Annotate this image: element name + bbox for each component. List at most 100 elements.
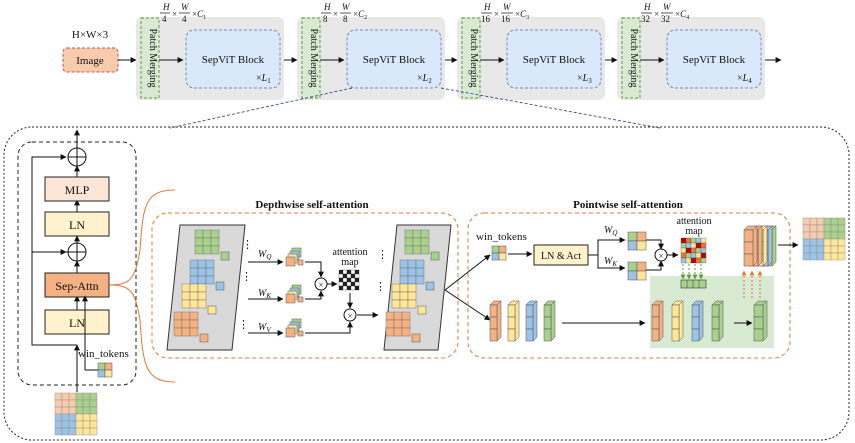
- win-tokens-label: win_tokens: [78, 348, 129, 360]
- svg-text:16: 16: [481, 14, 491, 24]
- block-structure: LN Sep-Attn LN MLP win_tokens: [17, 129, 137, 436]
- svg-text:⋮: ⋮: [241, 271, 252, 283]
- window-grid: [173, 311, 199, 337]
- window-grid: [404, 229, 430, 255]
- ln-bottom-box: [44, 309, 110, 335]
- svg-text:⋮: ⋮: [377, 249, 388, 261]
- feature-slab: [543, 300, 556, 342]
- feature-slab: [691, 300, 704, 342]
- svg-text:×C1: ×C1: [192, 9, 206, 21]
- svg-text:32: 32: [641, 14, 650, 24]
- patch-merging-label: Patch Merging: [628, 29, 639, 88]
- input-dimension: H×W×3: [72, 29, 109, 41]
- feature-slab: [671, 300, 684, 342]
- feature-slab: [525, 300, 538, 342]
- stage-1-dims: H: [162, 2, 170, 12]
- attention-map-grid: [338, 269, 360, 291]
- stage-3-dims: H: [483, 2, 491, 12]
- window-grid: [385, 311, 411, 337]
- depthwise-title: Depthwise self-attention: [255, 199, 368, 211]
- stage-4: Patch Merging SepViT Block ×L4 H 32 × W …: [617, 2, 765, 100]
- wv-label: WV: [258, 322, 271, 334]
- svg-text:W: W: [342, 2, 351, 12]
- depthwise-section: Depthwise self-attention ⋮ ⋮ ⋮ ⋮ ⋮ WQ WK…: [151, 199, 459, 359]
- top-pipeline: H×W×3 Image Patch Merging SepViT Block ×…: [62, 2, 782, 100]
- win-token-icon: [97, 362, 113, 378]
- ln-top-box: [44, 211, 110, 237]
- qkv-stack: [285, 247, 304, 267]
- feature-slab: [507, 300, 520, 342]
- svg-text:4: 4: [182, 14, 187, 24]
- svg-text:W: W: [663, 2, 672, 12]
- svg-text:×: ×: [654, 9, 659, 19]
- feature-slab: [651, 300, 664, 342]
- feature-slab: [753, 300, 768, 342]
- wk-label: WK: [258, 288, 271, 300]
- svg-text:×C2: ×C2: [353, 9, 367, 21]
- svg-text:×C4: ×C4: [675, 9, 689, 21]
- stage-repeat: ×L2: [417, 73, 432, 85]
- ln-bottom-label: LN: [69, 316, 85, 330]
- ln-top-label: LN: [69, 218, 85, 232]
- window-grid: [181, 283, 207, 309]
- wq-label: WQ: [258, 249, 271, 261]
- sepvit-block-label: SepViT Block: [683, 54, 746, 66]
- patch-merging-label: Patch Merging: [468, 29, 479, 88]
- sep-attn-label: Sep-Attn: [55, 279, 98, 293]
- sep-attn-box: [44, 272, 110, 298]
- stage-repeat: ×L1: [256, 73, 271, 85]
- attention-map-label-2: map: [341, 257, 358, 268]
- svg-text:W: W: [503, 2, 512, 12]
- svg-text:×: ×: [494, 9, 499, 19]
- svg-text:16: 16: [501, 14, 511, 24]
- image-label: Image: [76, 55, 104, 67]
- svg-text:8: 8: [343, 14, 348, 24]
- svg-text:×C3: ×C3: [515, 9, 529, 21]
- svg-text:⋮: ⋮: [242, 239, 253, 251]
- qkv-stack: [285, 284, 304, 304]
- detail-panel: [3, 126, 850, 441]
- pointwise-attention-map: [680, 237, 707, 264]
- win-token-icon: [491, 245, 507, 261]
- key-tokens: [627, 261, 647, 281]
- svg-text:×: ×: [318, 280, 323, 290]
- window-grid: [194, 229, 220, 255]
- stage-2: Patch Merging SepViT Block ×L2 H 8 × W 8…: [297, 2, 445, 100]
- stage-1: Patch Merging SepViT Block ×L1 H 4 × W 4…: [136, 2, 284, 100]
- query-tokens: [627, 231, 647, 251]
- svg-text:32: 32: [661, 14, 670, 24]
- pw-attention-label: attention: [677, 216, 712, 227]
- pointwise-section: Pointwise self-attention win_tokens LN &…: [467, 199, 846, 359]
- feature-slab: [489, 300, 502, 342]
- window-grid: [391, 283, 417, 309]
- stage-3: Patch Merging SepViT Block ×L3 H 16 × W …: [457, 2, 605, 100]
- stage-4-dims: H: [643, 2, 651, 12]
- pw-wk-label: WK: [604, 256, 617, 268]
- patch-merging-label: Patch Merging: [147, 29, 158, 88]
- svg-text:4: 4: [162, 14, 167, 24]
- svg-text:×: ×: [347, 311, 352, 321]
- svg-text:×: ×: [658, 251, 663, 261]
- stage-repeat: ×L3: [577, 73, 592, 85]
- attention-map-label: attention: [333, 247, 368, 258]
- pw-map-label: map: [685, 226, 702, 237]
- svg-text:×: ×: [333, 9, 338, 19]
- sepvit-block-label: SepViT Block: [202, 54, 265, 66]
- window-grid: [399, 259, 425, 285]
- qkv-stack: [285, 318, 304, 338]
- svg-text:⋮: ⋮: [375, 281, 386, 293]
- ln-act-label: LN & Act: [541, 251, 581, 262]
- token-strip: [680, 279, 707, 289]
- sepvit-block-label: SepViT Block: [523, 54, 586, 66]
- window-grid: [189, 259, 215, 285]
- stage-2-dims: H: [323, 2, 331, 12]
- output-token-grid: [802, 217, 846, 261]
- pw-wq-label: WQ: [604, 225, 617, 237]
- sepvit-block-label: SepViT Block: [363, 54, 426, 66]
- input-token-grid: [54, 392, 98, 436]
- stage-repeat: ×L4: [737, 73, 752, 85]
- feature-slab: [711, 300, 724, 342]
- pointwise-win-tokens-label: win_tokens: [476, 231, 527, 243]
- feature-slab: [743, 225, 758, 267]
